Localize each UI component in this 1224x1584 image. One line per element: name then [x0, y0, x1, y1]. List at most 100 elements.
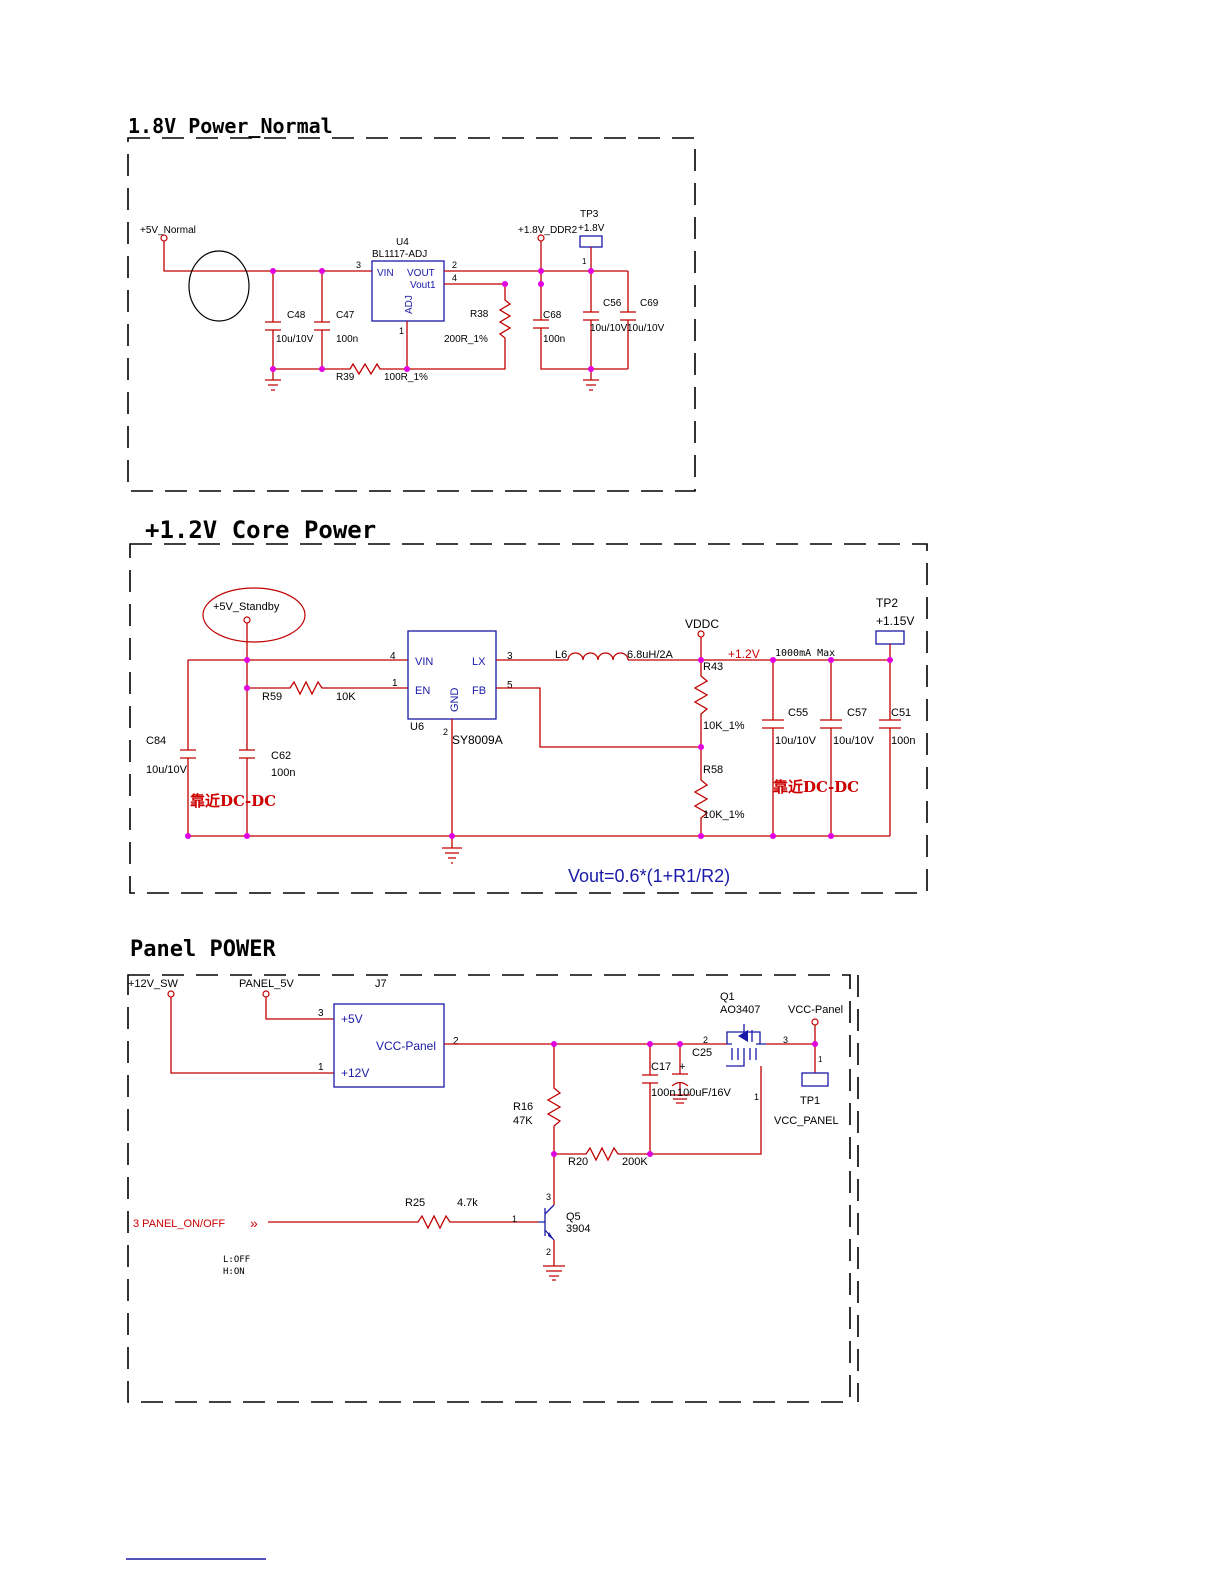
- q1-pin2: 2: [703, 1035, 708, 1045]
- c69-value: 10u/10V: [627, 323, 665, 334]
- q1-pin3: 3: [783, 1035, 788, 1045]
- u4-pin1: 1: [399, 326, 404, 336]
- u4-pin4: 4: [452, 273, 457, 283]
- u4-vin: VIN: [377, 268, 394, 279]
- tp3-value: +1.8V: [578, 223, 605, 234]
- j7-pin1: 1: [318, 1062, 324, 1073]
- q1-ref: Q1: [720, 991, 735, 1003]
- u6-en: EN: [415, 685, 430, 697]
- u4-pin2: 2: [452, 260, 457, 270]
- c48-value: 10u/10V: [276, 334, 314, 345]
- standby-label: +5V_Standby: [213, 601, 280, 613]
- r39-ref: R39: [336, 372, 355, 383]
- c47-value: 100n: [336, 334, 358, 345]
- j7-5v: +5V: [341, 1012, 363, 1026]
- u6-lx: LX: [472, 656, 486, 668]
- c55-ref: C55: [788, 707, 808, 719]
- r20-value: 200K: [622, 1156, 648, 1168]
- tp1-value: VCC_PANEL: [774, 1115, 839, 1127]
- c69-ref: C69: [640, 298, 659, 309]
- j7-vcc: VCC-Panel: [376, 1039, 436, 1053]
- formula: Vout=0.6*(1+R1/R2): [568, 866, 730, 886]
- u6-ref: U6: [410, 721, 424, 733]
- c17-ref: C17: [651, 1061, 671, 1073]
- r59-ref: R59: [262, 691, 282, 703]
- c68-value: 100n: [543, 334, 565, 345]
- u6-gnd: GND: [449, 688, 461, 713]
- q1-part: AO3407: [720, 1004, 760, 1016]
- u6-pin5: 5: [507, 680, 513, 691]
- r20-ref: R20: [568, 1156, 588, 1168]
- section2-frame: [129, 543, 928, 894]
- q5-pin1: 1: [512, 1214, 517, 1224]
- c84-value: 10u/10V: [146, 764, 188, 776]
- u6-pin2: 2: [443, 727, 448, 737]
- onoff-label: 3 PANEL_ON/OFF: [133, 1218, 225, 1230]
- r58-ref: R58: [703, 764, 723, 776]
- out-rail-label: +1.8V_DDR2: [518, 225, 578, 236]
- r16-ref: R16: [513, 1101, 533, 1113]
- note-right: 靠近DC-DC: [773, 778, 859, 796]
- l6-value: 6.8uH/2A: [627, 649, 674, 661]
- j7-pin2: 2: [453, 1036, 459, 1047]
- standby-ellipse: [202, 587, 306, 643]
- tp2-testpoint: [875, 630, 905, 645]
- c55-value: 10u/10V: [775, 735, 817, 747]
- c51-ref: C51: [891, 707, 911, 719]
- r16-value: 47K: [513, 1115, 533, 1127]
- l-off-note: L:OFF: [223, 1255, 250, 1265]
- tp1-testpoint: [801, 1072, 829, 1087]
- u6-pin1: 1: [392, 678, 398, 689]
- u6-fb: FB: [472, 685, 486, 697]
- r58-value: 10K_1%: [703, 809, 745, 821]
- u4-pin3: 3: [356, 260, 361, 270]
- c62-value: 100n: [271, 767, 295, 779]
- r25-value: 4.7k: [457, 1197, 478, 1209]
- j7-pin3: 3: [318, 1008, 324, 1019]
- tp2-value: +1.15V: [876, 614, 914, 628]
- c62-ref: C62: [271, 750, 291, 762]
- vccpanel-net: VCC-Panel: [788, 1004, 843, 1016]
- u4-regulator: [371, 260, 445, 322]
- r38-ref: R38: [470, 309, 489, 320]
- c56-ref: C56: [603, 298, 622, 309]
- c84-ref: C84: [146, 735, 166, 747]
- section2-title: +1.2V Core Power: [145, 516, 376, 544]
- section-1-8v-power: 1.8V Power_Normal +5V_Normal U4 BL1117-A…: [127, 114, 696, 492]
- q5-transistor: [538, 1198, 555, 1266]
- highlight-ellipse: [188, 250, 250, 322]
- rail-1v2: +1.2V: [728, 647, 760, 661]
- r25-ref: R25: [405, 1197, 425, 1209]
- rail5-label: PANEL_5V: [239, 978, 294, 990]
- u6-vin: VIN: [415, 656, 433, 668]
- u4-part: BL1117-ADJ: [372, 249, 427, 260]
- q1-pin1: 1: [754, 1092, 759, 1102]
- l6-ref: L6: [555, 649, 567, 661]
- c68-ref: C68: [543, 310, 562, 321]
- tp3-ref: TP3: [580, 209, 599, 220]
- c57-ref: C57: [847, 707, 867, 719]
- note-left: 靠近DC-DC: [190, 792, 276, 810]
- h-on-note: H:ON: [223, 1267, 245, 1277]
- r43-value: 10K_1%: [703, 720, 745, 732]
- r43-ref: R43: [703, 661, 723, 673]
- section-1-2v-core-power: +1.2V Core Power +5V_Standby R59 10K C84…: [129, 516, 928, 894]
- r39-value: 100R_1%: [384, 372, 428, 383]
- section1-title: 1.8V Power_Normal: [128, 114, 333, 138]
- c25-ref: C25: [692, 1047, 712, 1059]
- u6-pin3: 3: [507, 651, 513, 662]
- tp1-pin: 1: [818, 1055, 823, 1064]
- vddc-label: VDDC: [685, 617, 719, 631]
- u6-pin4: 4: [390, 651, 396, 662]
- rail12-label: +12V_SW: [128, 978, 178, 990]
- c17-value: 100n: [651, 1087, 675, 1099]
- ground-symbol: [265, 369, 281, 391]
- tp3-pin: 1: [582, 257, 587, 266]
- tp2-ref: TP2: [876, 596, 898, 610]
- c25-plus: +: [679, 1061, 685, 1073]
- tp1-ref: TP1: [800, 1095, 820, 1107]
- j7-module: [333, 1003, 445, 1088]
- c48-ref: C48: [287, 310, 306, 321]
- j7-ref: J7: [375, 978, 387, 990]
